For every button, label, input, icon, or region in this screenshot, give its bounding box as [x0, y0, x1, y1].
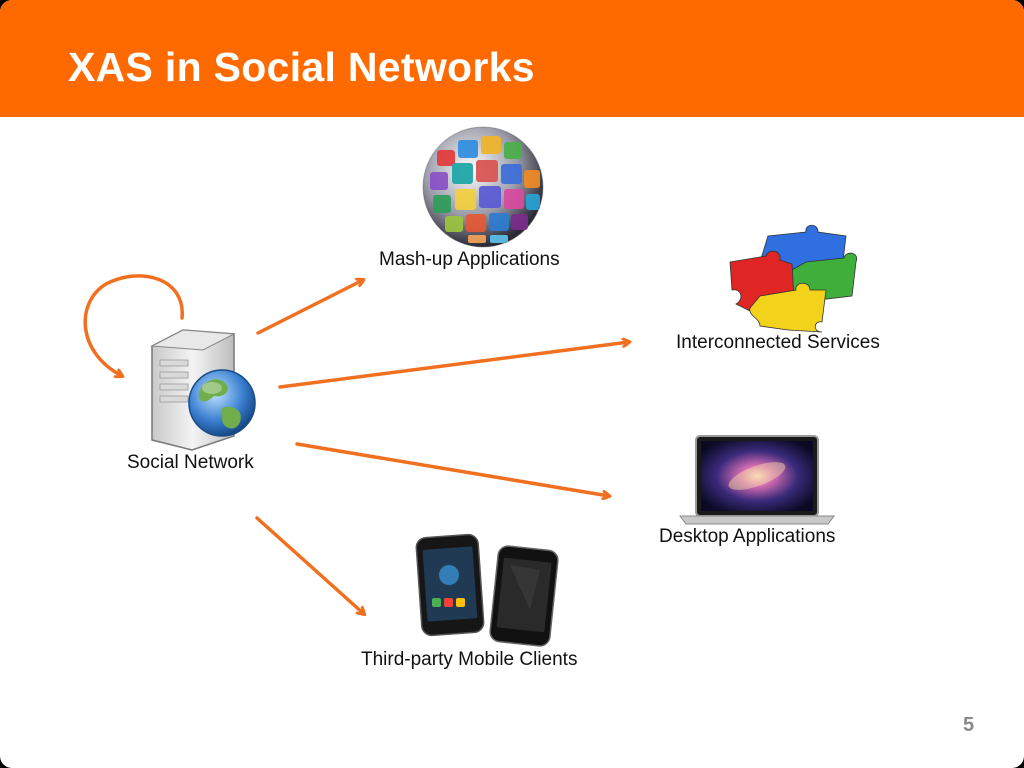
self-loop-arrow	[83, 274, 184, 376]
arrow-to-desktop	[295, 442, 609, 496]
mashup-applications-label: Mash-up Applications	[379, 249, 560, 270]
app-sphere-icon	[422, 126, 544, 248]
mobile-clients-label: Third-party Mobile Clients	[361, 649, 578, 670]
desktop-applications-label: Desktop Applications	[659, 526, 836, 547]
arrow-to-mashup	[256, 280, 363, 335]
slide-title: XAS in Social Networks	[68, 44, 535, 90]
interconnected-services-label: Interconnected Services	[676, 332, 880, 353]
puzzle-icon	[729, 224, 858, 333]
arrows	[83, 274, 629, 614]
server-globe-icon	[150, 329, 256, 451]
laptop-icon	[679, 435, 835, 525]
arrow-to-services	[278, 342, 629, 389]
social-network-label: Social Network	[127, 452, 254, 473]
arrow-to-mobile	[255, 516, 364, 614]
smartphones-icon	[415, 533, 559, 647]
page-number: 5	[963, 714, 975, 736]
title-bar: XAS in Social Networks	[0, 0, 1024, 117]
